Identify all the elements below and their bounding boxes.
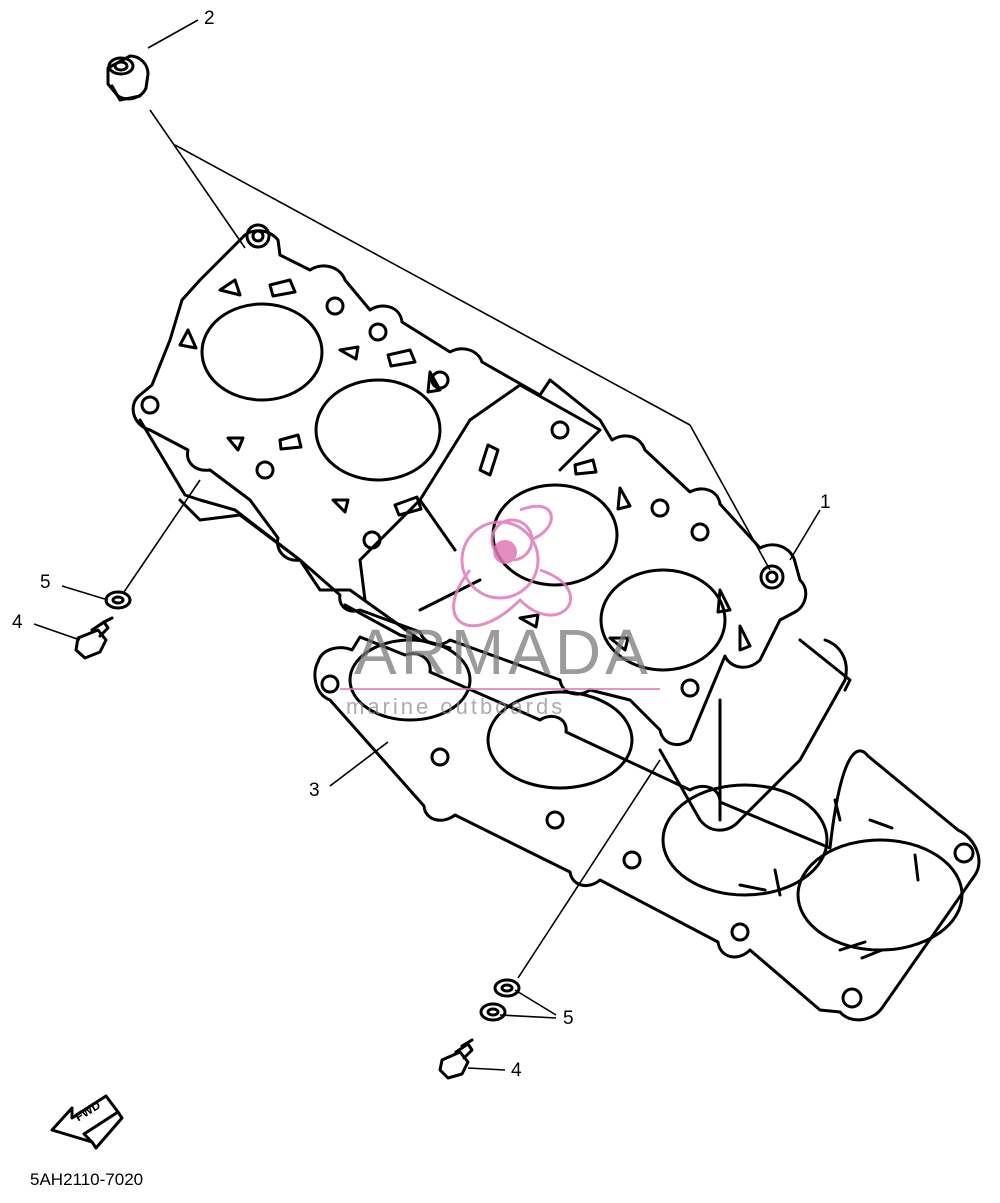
- washer-left: [104, 590, 132, 610]
- cylinder-block: [131, 223, 852, 832]
- leader-lines: [33, 19, 821, 1071]
- washers-right: [479, 978, 521, 1022]
- callout-bolt-right: 4: [511, 1060, 522, 1081]
- dowel-pin: [106, 54, 150, 102]
- callout-washer-right: 5: [563, 1008, 574, 1029]
- watermark-subtitle: marine outboards: [346, 694, 566, 719]
- bolt-right: [438, 1038, 474, 1080]
- forward-arrow-icon: [50, 1094, 124, 1150]
- callout-dowel-pin: 2: [204, 8, 215, 29]
- watermark-title: ARMADA: [354, 616, 652, 688]
- cylinder-gasket: [313, 635, 981, 1022]
- callout-gasket: 3: [309, 780, 320, 801]
- callout-bolt-left: 4: [12, 612, 23, 633]
- callout-cylinder: 1: [820, 492, 831, 513]
- bolt-left: [74, 616, 114, 660]
- drawing-code: 5AH2110-7020: [30, 1170, 144, 1189]
- callout-washer-left: 5: [40, 572, 51, 593]
- watermark-logo: [452, 504, 573, 628]
